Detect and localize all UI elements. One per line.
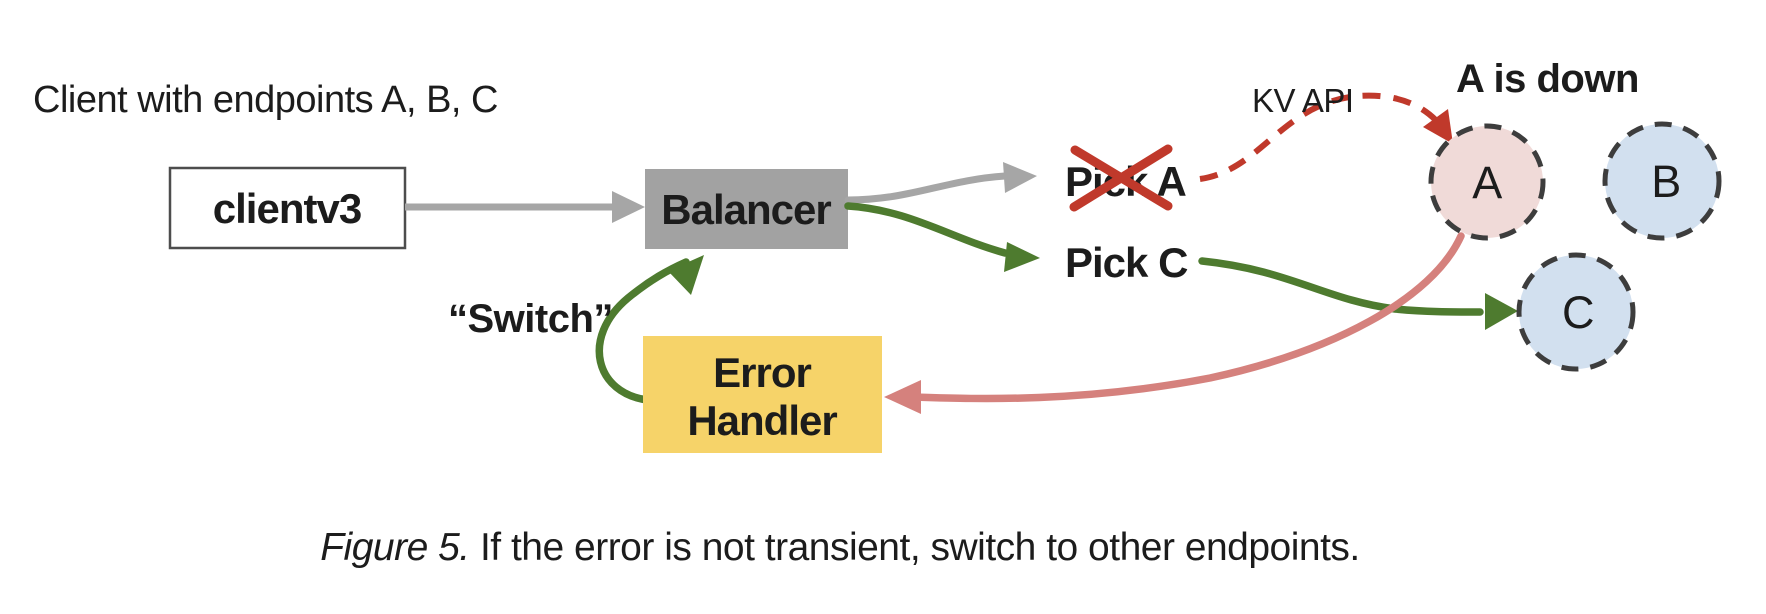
figure-caption: Figure 5. If the error is not transient,… — [320, 526, 1360, 569]
balancer-to-pick-a-curve — [844, 172, 1009, 204]
client-box — [168, 166, 407, 250]
arrowhead-right-icon — [612, 191, 645, 223]
endpoint-b-circle — [1602, 121, 1722, 241]
kv-api-label: KV API — [1252, 82, 1354, 119]
balancer-to-pick-a-arrow — [844, 162, 1037, 204]
endpoint-c-label: C — [1562, 287, 1594, 338]
red-cross-icon — [1069, 144, 1173, 212]
endpoint-a-label: A — [1472, 157, 1502, 208]
endpoint-a-circle — [1428, 123, 1546, 241]
pick-c-to-endpoint-c-arrow — [1198, 257, 1518, 330]
client-node: clientv3 — [168, 166, 407, 250]
balancer-node: Balancer — [645, 169, 848, 249]
arrowhead-right-icon — [1003, 162, 1037, 193]
arrowhead-left-icon — [884, 380, 921, 414]
arrowhead-right-icon — [1485, 293, 1518, 330]
client-endpoints-note: Client with endpoints A, B, C — [33, 79, 498, 121]
balancer-to-pick-c-arrow — [844, 202, 1040, 272]
endpoint-a-to-error-handler-arrow — [884, 232, 1465, 414]
endpoint-a-node: A — [1428, 123, 1546, 241]
kv-api-dashed-curve — [1199, 92, 1450, 182]
error-handler-box — [643, 336, 882, 453]
error-handler-to-balancer-curve — [595, 258, 690, 404]
client-to-balancer-arrow — [405, 191, 645, 223]
pick-c-to-endpoint-c-curve — [1198, 257, 1484, 316]
a-is-down-label: A is down — [1456, 57, 1639, 101]
endpoint-a-to-error-handler-curve — [908, 232, 1465, 403]
kv-api-dashed-arrow — [1199, 92, 1453, 182]
arrowhead-down-right-icon — [1423, 109, 1453, 144]
error-handler-to-balancer-arrow — [595, 255, 704, 404]
arrowhead-right-icon — [1004, 242, 1040, 272]
endpoint-c-circle — [1516, 252, 1636, 372]
balancer-box — [645, 169, 848, 249]
client-label: clientv3 — [213, 185, 361, 232]
figure-caption-text: If the error is not transient, switch to… — [470, 526, 1360, 569]
switch-label: “Switch” — [448, 297, 613, 341]
endpoint-b-node: B — [1602, 121, 1722, 241]
pick-c-label: Pick C — [1065, 239, 1188, 286]
arrowhead-up-right-icon — [668, 255, 704, 295]
figure-caption-number: Figure 5. — [320, 526, 469, 569]
error-handler-label-line1: Error — [713, 349, 811, 396]
endpoint-b-label: B — [1651, 156, 1681, 207]
balancer-to-pick-c-curve — [844, 202, 1009, 257]
endpoint-c-node: C — [1516, 252, 1636, 372]
error-handler-label-line2: Handler — [687, 397, 837, 444]
balancer-label: Balancer — [661, 186, 831, 233]
